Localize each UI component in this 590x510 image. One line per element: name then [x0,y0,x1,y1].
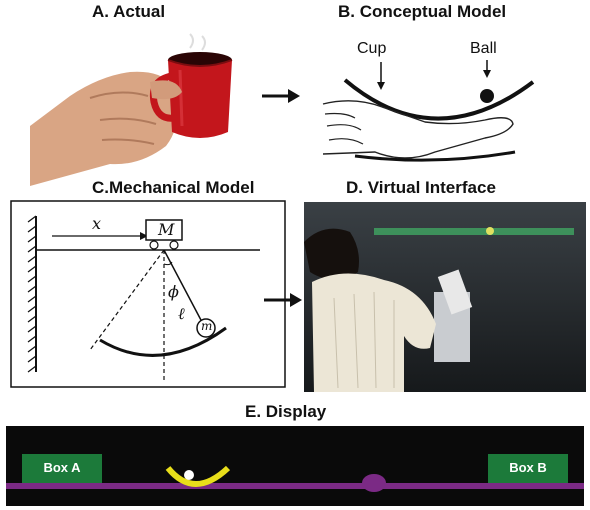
arrow-c-to-d-icon [264,293,302,307]
virtual-interface-photo [304,202,586,392]
box-a [22,454,102,483]
ball-icon [480,89,494,103]
box-b-label: Box B [509,460,547,475]
panel-d-title: D. Virtual Interface [346,178,496,197]
var-x-label: x [92,214,102,233]
display-screen [6,426,584,506]
conceptual-model-drawing [322,60,535,162]
panel-a-title: A. Actual [92,2,166,21]
angle-phi-label: ϕ [168,282,179,301]
box-b [488,454,568,483]
center-bump [362,474,386,492]
panel-b-title: B. Conceptual Model [338,2,507,21]
mass-M-label: M [158,220,175,239]
panel-c-title: C.Mechanical Model [92,178,255,197]
yellow-cup [165,465,231,487]
ball-label: Ball [470,40,497,57]
cup-label: Cup [357,40,387,57]
mass-m-label: m [201,319,213,333]
coffee-mug-photo [30,33,233,186]
white-ball [184,470,194,480]
arrow-a-to-b-icon [262,89,300,103]
panel-e-title: E. Display [245,402,327,421]
mechanical-model-diagram [10,200,286,388]
box-a-label: Box A [43,460,81,475]
length-l-label: ℓ [178,304,185,323]
